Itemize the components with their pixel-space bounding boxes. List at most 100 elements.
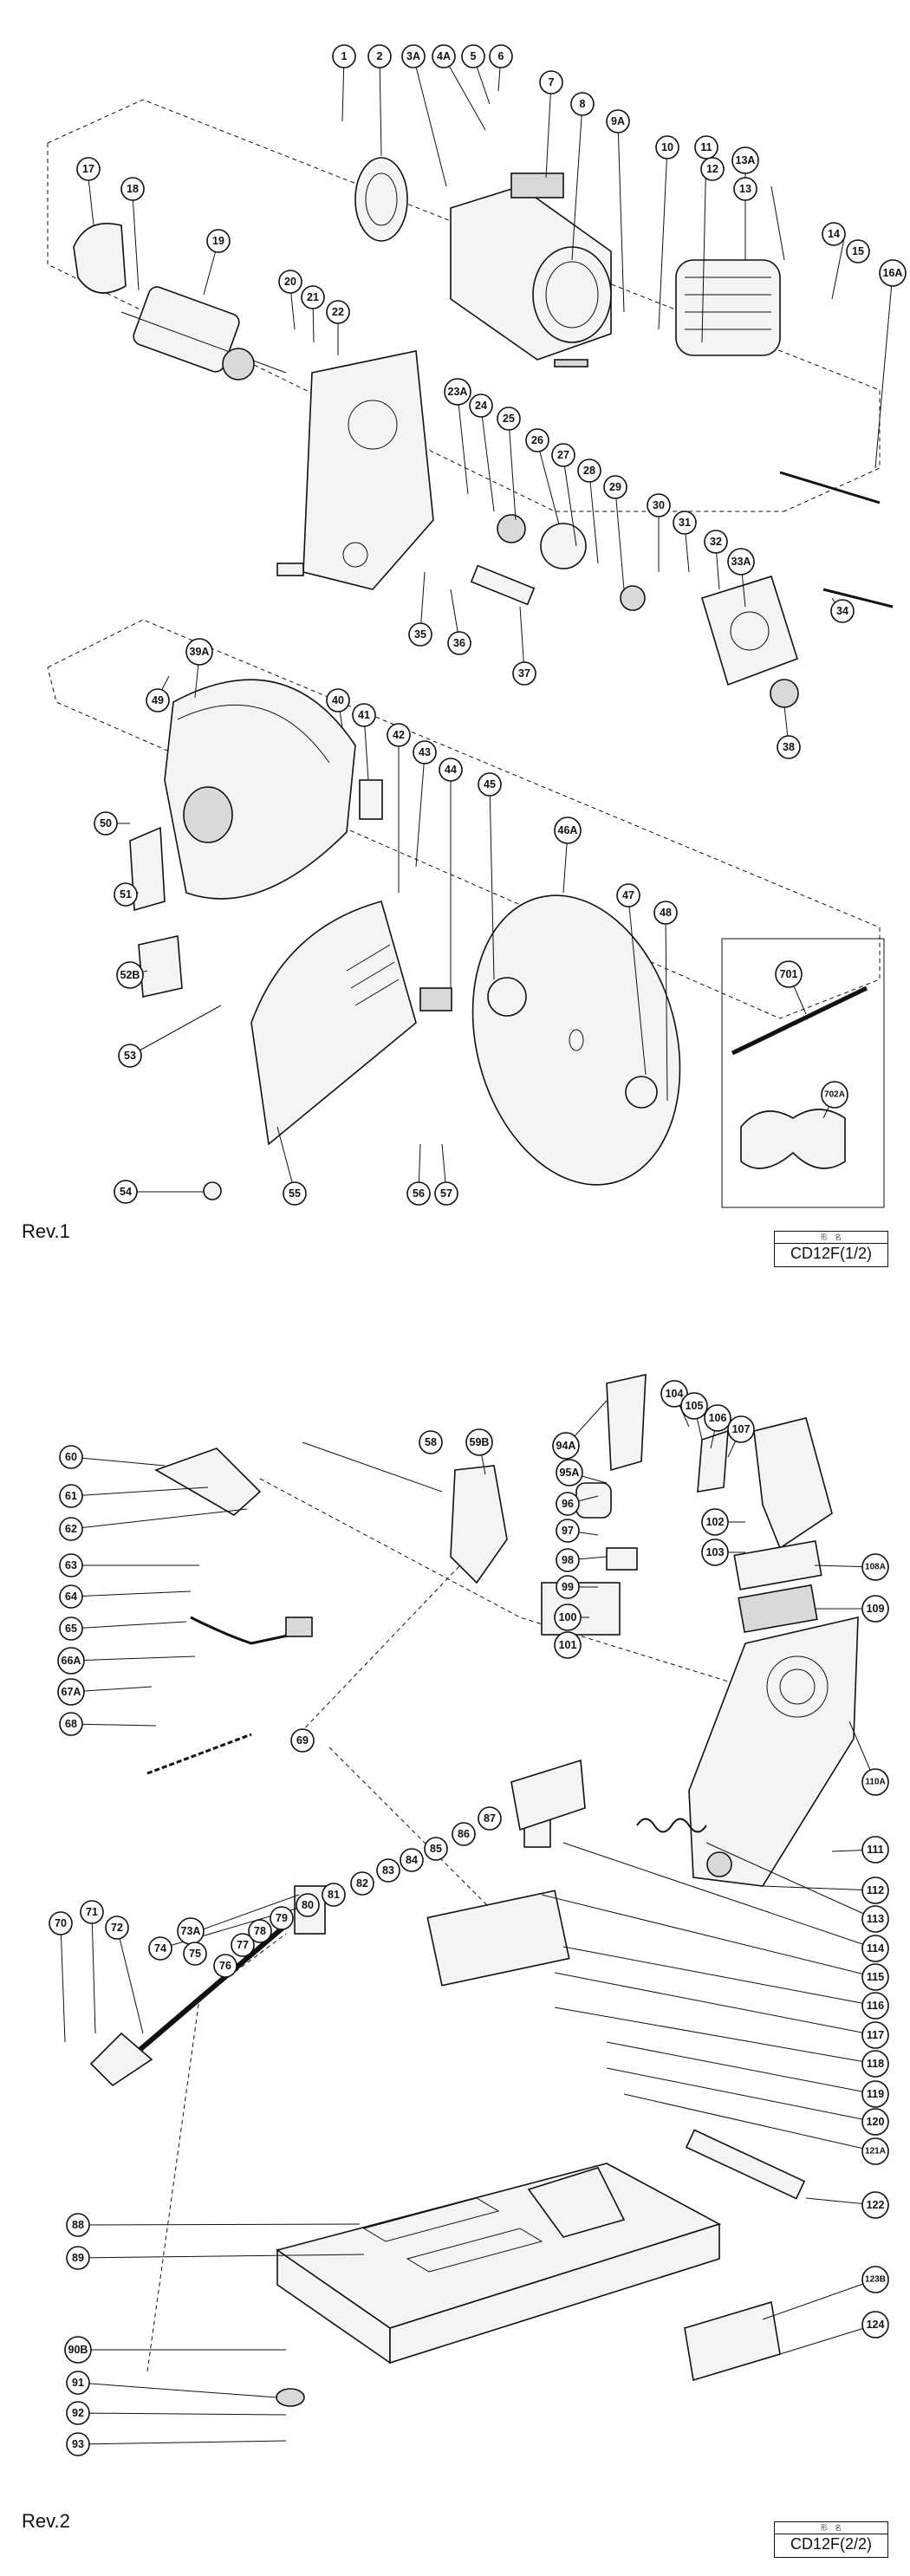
callout-label: 111 [867,1844,884,1856]
callout-label: 60 [65,1451,77,1463]
callout-93: 93 [66,2432,90,2456]
callout-38: 38 [777,735,801,759]
callout-label: 96 [562,1498,574,1510]
bolt [779,471,881,504]
callout-39a: 39A [185,638,213,666]
callout-label: 124 [867,2319,885,2331]
callout-67a: 67A [57,1678,85,1706]
model-code-box: 形 名 CD12F(2/2) [774,2521,888,2558]
leader-lines [88,55,894,1193]
callout-18: 18 [120,177,145,201]
callout-31: 31 [673,511,697,535]
callout-label: 24 [475,400,487,412]
callout-2: 2 [367,44,392,68]
stator [675,259,781,356]
callout-79: 79 [270,1906,294,1930]
callout-label: 118 [867,2058,884,2070]
callout-52b: 52B [116,961,144,989]
callout-99: 99 [556,1575,580,1599]
callout-76: 76 [213,1954,237,1978]
callout-22: 22 [326,300,350,324]
callout-label: 13 [739,183,751,195]
callout-label: 48 [660,907,672,919]
plug [285,1617,313,1637]
callout-45: 45 [478,772,502,797]
callout-65: 65 [59,1617,83,1641]
callout-label: 72 [111,1922,123,1934]
gear-cover [701,575,798,686]
callout-label: 114 [867,1942,884,1955]
callout-label: 37 [518,667,530,680]
callout-label: 108A [865,1563,886,1572]
callout-84: 84 [400,1848,424,1872]
outer-flange [419,987,452,1012]
chain [146,1733,252,1775]
callout-9a: 9A [606,109,630,133]
callout-label: 106 [709,1412,727,1424]
callout-701: 701 [775,960,803,988]
callout-3a: 3A [401,44,426,68]
callout-117: 117 [861,2021,889,2049]
callout-label: 74 [154,1942,166,1955]
wrench [731,986,868,1056]
callout-5: 5 [461,44,485,68]
callout-label: 121A [865,2147,886,2156]
callout-label: 99 [562,1581,574,1593]
callout-label: 71 [86,1906,98,1918]
callout-label: 27 [557,449,569,461]
ball-bearing [620,585,646,611]
callout-label: 88 [72,2219,84,2231]
callout-label: 47 [622,889,634,901]
callout-label: 49 [152,694,164,706]
callout-33a: 33A [727,548,755,576]
callout-label: 30 [653,499,665,511]
motor-arm [688,1616,859,1887]
callout-107: 107 [727,1415,755,1443]
callout-label: 32 [710,536,722,548]
callout-30: 30 [647,493,671,517]
callout-25: 25 [497,407,521,431]
callout-121a: 121A [861,2137,889,2165]
callout-97: 97 [556,1519,580,1543]
callout-label: 80 [302,1899,314,1911]
callout-96: 96 [556,1492,580,1516]
callout-68: 68 [59,1712,83,1736]
callout-label: 62 [65,1523,77,1535]
callout-label: 91 [72,2377,84,2389]
callout-label: 39A [190,646,210,658]
callout-83: 83 [376,1858,400,1883]
callout-label: 89 [72,2252,84,2264]
callout-label: 42 [393,729,405,741]
callout-90b: 90B [64,2336,92,2364]
callout-70: 70 [49,1911,73,1935]
wheel-guard [164,679,356,900]
callout-92: 92 [66,2401,90,2425]
model-code: CD12F(2/2) [790,2535,873,2553]
callout-7: 7 [539,70,563,94]
callout-label: 105 [686,1400,704,1412]
callout-label: 116 [867,2000,884,2012]
callout-50: 50 [94,811,118,836]
callout-label: 9A [611,115,625,127]
callout-27: 27 [551,443,575,467]
safety-goggles [740,1109,846,1169]
callout-54: 54 [114,1180,138,1204]
callout-71: 71 [80,1900,104,1924]
guard-plate [684,2300,781,2382]
ball-bearing [497,514,526,543]
callout-62: 62 [59,1517,83,1541]
callout-12: 12 [700,157,725,181]
callout-label: 44 [445,764,457,776]
armature [120,286,287,381]
callout-label: 702A [824,1090,845,1100]
callout-label: 43 [419,746,431,758]
stopper-bracket [510,1759,586,1831]
callout-88: 88 [66,2213,90,2237]
callout-85: 85 [424,1837,448,1861]
callout-label: 76 [219,1960,231,1972]
callout-123b: 123B [861,2266,889,2293]
callout-label: 3A [406,50,420,62]
callout-label: 100 [559,1611,577,1623]
callout-label: 84 [406,1854,418,1866]
